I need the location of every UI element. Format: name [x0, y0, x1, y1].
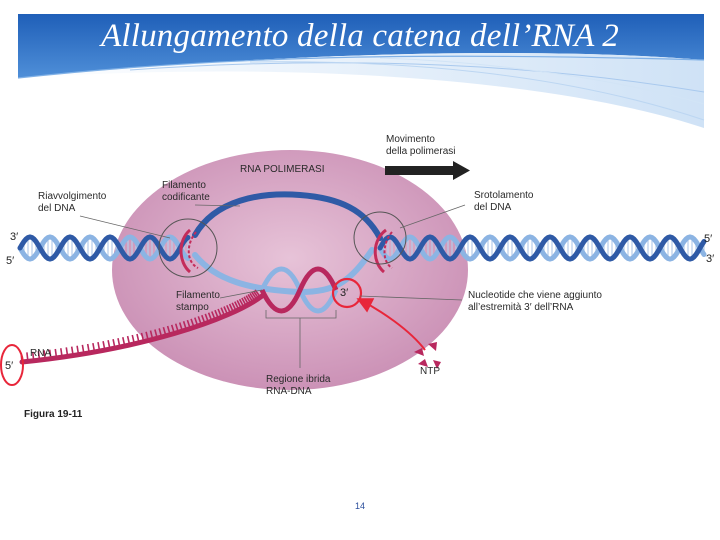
movement-label-line2: della polimerasi — [386, 146, 455, 157]
nucleotide-label-line1: Nucleotide che viene aggiunto — [468, 290, 602, 301]
rna-label: RNA — [30, 348, 51, 359]
movement-arrow — [385, 161, 470, 180]
unwinding-swirl-icon — [373, 228, 393, 274]
page-number: 14 — [354, 501, 365, 511]
rna-3prime-highlight-circle — [331, 277, 363, 309]
coding-strand-bubble — [192, 191, 383, 241]
dna-right-bottom-end-label: 3′ — [706, 253, 714, 265]
hybrid-region-label-line2: RNA-DNA — [266, 386, 312, 397]
coding-strand-label-line1: Filamento — [162, 180, 206, 191]
rna-strand — [19, 289, 265, 365]
rna-dna-hybrid-helix — [259, 266, 339, 314]
unwinding-label-line2: del DNA — [474, 202, 512, 213]
dna-double-helix — [17, 234, 707, 262]
figure-caption: Figura 19-11 — [24, 409, 83, 420]
rna-5prime-highlight-circle — [0, 344, 24, 386]
leader-lines — [79, 204, 466, 368]
rna-elongation-diagram: 3′ 5′ Movimento della polimerasi RNA POL… — [0, 134, 714, 397]
coding-strand-label-line2: codificante — [162, 192, 210, 203]
header-banner — [17, 14, 705, 128]
dna-left-bottom-end-label: 5′ — [6, 255, 14, 267]
nucleotide-label-line2: all’estremità 3′ dell’RNA — [468, 302, 574, 313]
dna-left-top-end-label: 3′ — [10, 231, 18, 243]
rna-polymerase-label: RNA POLIMERASI — [240, 164, 324, 175]
ntp-entry-arrow — [356, 298, 426, 351]
ntp-label: NTP — [420, 366, 440, 377]
slide-title: Allungamento della catena dell’RNA 2 — [101, 18, 619, 54]
template-strand-label-line2: stampo — [176, 302, 209, 313]
rewinding-label-line2: del DNA — [38, 203, 76, 214]
unwinding-label-line1: Srotolamento — [474, 190, 534, 201]
dna-right-top-end-label: 5′ — [704, 233, 712, 245]
rna-5prime-label: 5′ — [5, 360, 13, 372]
hybrid-region-label-line1: Regione ibrida — [266, 374, 331, 385]
movement-label-line1: Movimento — [386, 134, 435, 145]
rewinding-swirl-icon — [179, 228, 199, 274]
rewinding-circle — [158, 218, 218, 278]
rewinding-label-line1: Riavvolgimento — [38, 191, 107, 202]
rna-3prime-label: 3′ — [340, 287, 348, 299]
unwinding-circle — [353, 211, 407, 265]
ntp-molecules — [414, 342, 441, 369]
template-strand-label-line1: Filamento — [176, 290, 220, 301]
